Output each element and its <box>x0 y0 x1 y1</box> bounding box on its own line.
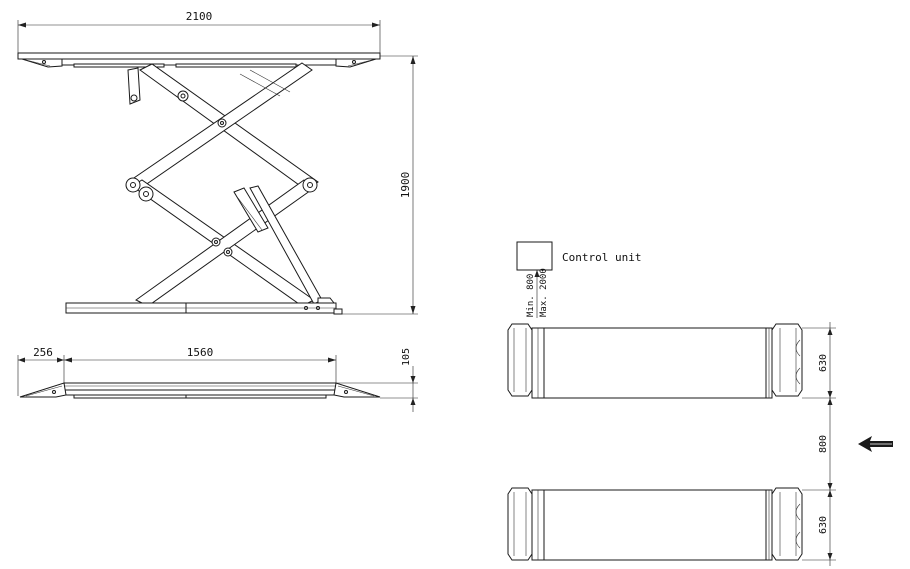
lowered-platform <box>19 382 381 399</box>
dim-platform-gap: 800 <box>802 398 836 491</box>
top-view: Control unit Min. 800 Max. 2000 <box>507 241 893 566</box>
scissor-mechanism <box>125 62 323 307</box>
control-unit: Control unit <box>516 241 641 271</box>
dim-overall-length-label: 2100 <box>186 10 213 23</box>
platform-bottom <box>507 487 803 561</box>
raised-platform <box>17 52 381 68</box>
dim-ramp-length: 256 <box>17 346 65 396</box>
dim-lowered-height: 105 <box>336 348 418 412</box>
dim-platform-width-top-label: 630 <box>818 354 829 372</box>
hose-length: Min. 800 Max. 2000 <box>526 268 549 318</box>
dim-ramp-length-label: 256 <box>33 346 53 359</box>
dim-platform-width-top: 630 <box>802 322 836 404</box>
side-view-lowered: 256 1560 <box>17 346 418 412</box>
hose-max-label: Max. 2000 <box>539 268 549 317</box>
side-view-raised: 2100 <box>17 10 418 315</box>
dim-max-height: 1900 <box>340 55 418 315</box>
dim-platform-width-bottom-label: 630 <box>818 516 829 534</box>
dim-lowered-height-label: 105 <box>401 348 412 366</box>
dim-max-height-label: 1900 <box>399 172 412 199</box>
dim-platform-width-bottom: 630 <box>802 490 836 566</box>
control-unit-label: Control unit <box>562 251 641 264</box>
dim-platform-gap-label: 800 <box>818 435 829 453</box>
arrow-left-icon <box>858 436 893 452</box>
dim-overall-length: 2100 <box>17 10 381 56</box>
dim-platform-length-label: 1560 <box>187 346 214 359</box>
hose-min-label: Min. 800 <box>526 274 536 317</box>
base-frame <box>65 297 343 315</box>
platform-top <box>507 323 803 399</box>
dim-platform-length: 1560 <box>64 346 337 384</box>
